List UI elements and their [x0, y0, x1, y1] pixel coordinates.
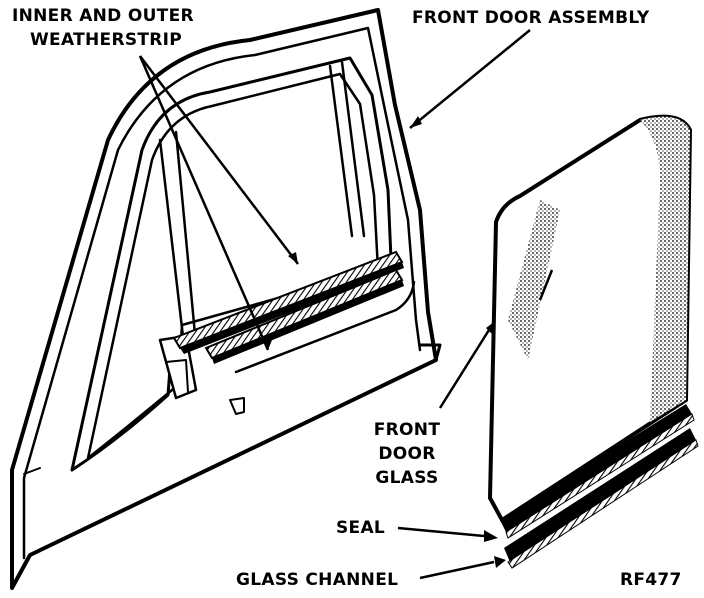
leader-lines: [138, 29, 531, 580]
label-weatherstrip-line1: INNER AND OUTER: [12, 6, 194, 26]
label-front-door-glass-line2: DOOR: [378, 444, 436, 464]
leader-front-door-glass: [438, 321, 496, 409]
glass-seal: [500, 404, 692, 532]
weatherstrip-inner: [172, 250, 404, 354]
leader-weatherstrip-inner: [139, 55, 299, 265]
weatherstrip-outer: [204, 268, 404, 364]
figure-code: RF477: [620, 570, 682, 590]
glass-channel-part: [504, 428, 696, 562]
label-weatherstrip-line2: WEATHERSTRIP: [30, 30, 183, 50]
leader-seal: [397, 526, 485, 538]
front-door-glass: [487, 114, 693, 523]
front-door-frame: [10, 8, 442, 590]
leader-glass-channel: [419, 560, 495, 580]
label-glass-channel: GLASS CHANNEL: [236, 570, 399, 590]
label-front-door-glass-line3: GLASS: [375, 468, 439, 488]
label-front-door-assembly: FRONT DOOR ASSEMBLY: [412, 8, 650, 28]
label-front-door-glass-line1: FRONT: [373, 420, 441, 440]
leader-weatherstrip-outer: [138, 55, 270, 351]
leader-front-door-assembly: [409, 29, 531, 129]
label-seal: SEAL: [336, 518, 386, 538]
